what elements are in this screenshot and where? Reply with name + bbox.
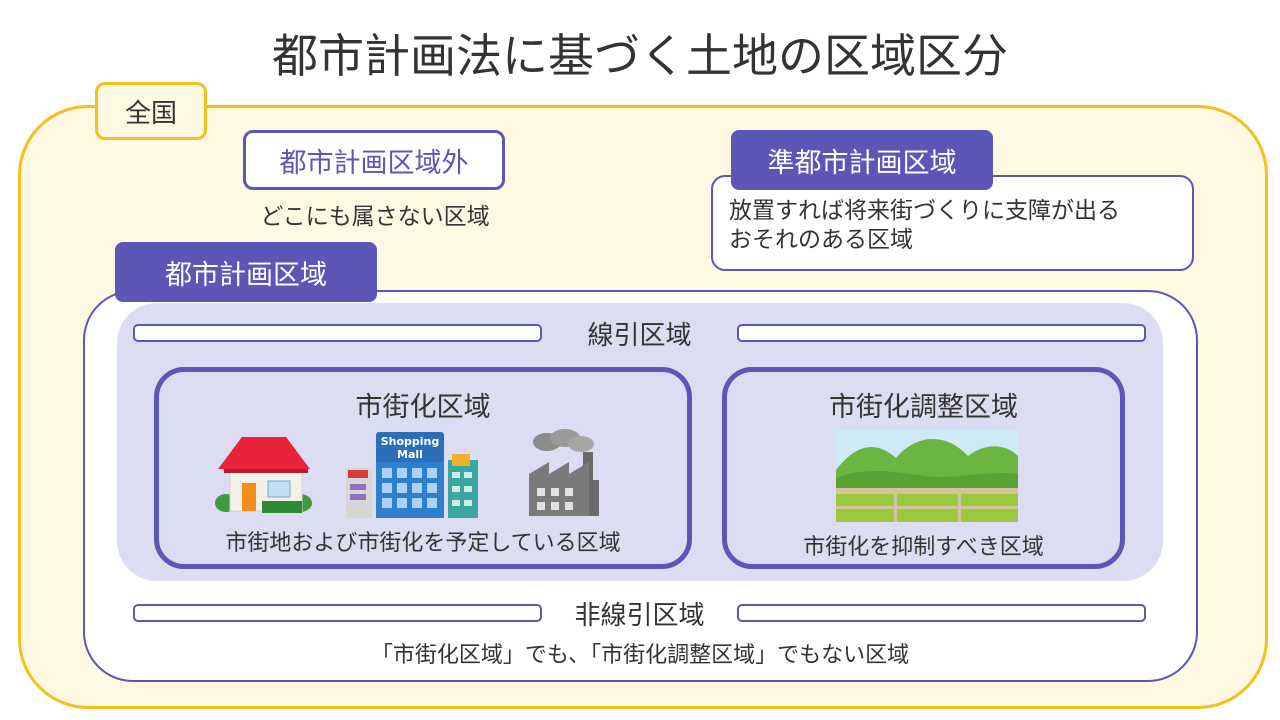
urbanization-area-title: 市街化区域 <box>355 391 491 423</box>
hisenbiki-bar-right <box>737 604 1146 622</box>
hisenbiki-desc: 「市街化区域」でも、「市街化調整区域」でもない区域 <box>370 643 910 668</box>
quasi-desc-line2: おそれのある区域 <box>729 227 913 253</box>
page-title: 都市計画法に基づく土地の区域区分 <box>272 29 1008 83</box>
shopping-mall-icon: Shopping Mall <box>346 432 478 518</box>
hisenbiki-title: 非線引区域 <box>574 600 705 631</box>
urbanization-control-area-title: 市街化調整区域 <box>829 391 1018 423</box>
hisenbiki-bar-left <box>133 604 542 622</box>
quasi-city-planning-label: 準都市計画区域 <box>731 130 993 190</box>
quasi-desc-line1: 放置すれば将来街づくりに支障が出る <box>729 198 1120 224</box>
city-planning-label: 都市計画区域 <box>115 242 377 302</box>
mall-sign-line1: Shopping <box>381 435 440 448</box>
outside-city-planning-desc: どこにも属さない区域 <box>260 204 490 230</box>
national-label: 全国 <box>95 82 207 140</box>
factory-icon <box>529 429 599 516</box>
urbanization-control-area-box <box>722 367 1125 569</box>
mall-sign-line2: Mall <box>397 448 423 461</box>
senbiki-bar-right <box>737 324 1146 342</box>
senbiki-title: 線引区域 <box>587 320 692 351</box>
rural-landscape-icon <box>836 430 1018 522</box>
urbanization-area-desc: 市街地および市街化を予定している区域 <box>225 531 621 556</box>
quasi-city-planning-desc-box: 放置すれば将来街づくりに支障が出る おそれのある区域 <box>711 175 1194 271</box>
urbanization-control-area-desc: 市街化を抑制すべき区域 <box>803 535 1044 560</box>
senbiki-bar-left <box>133 324 542 342</box>
house-icon <box>215 437 312 513</box>
outside-city-planning-label: 都市計画区域外 <box>243 130 505 190</box>
